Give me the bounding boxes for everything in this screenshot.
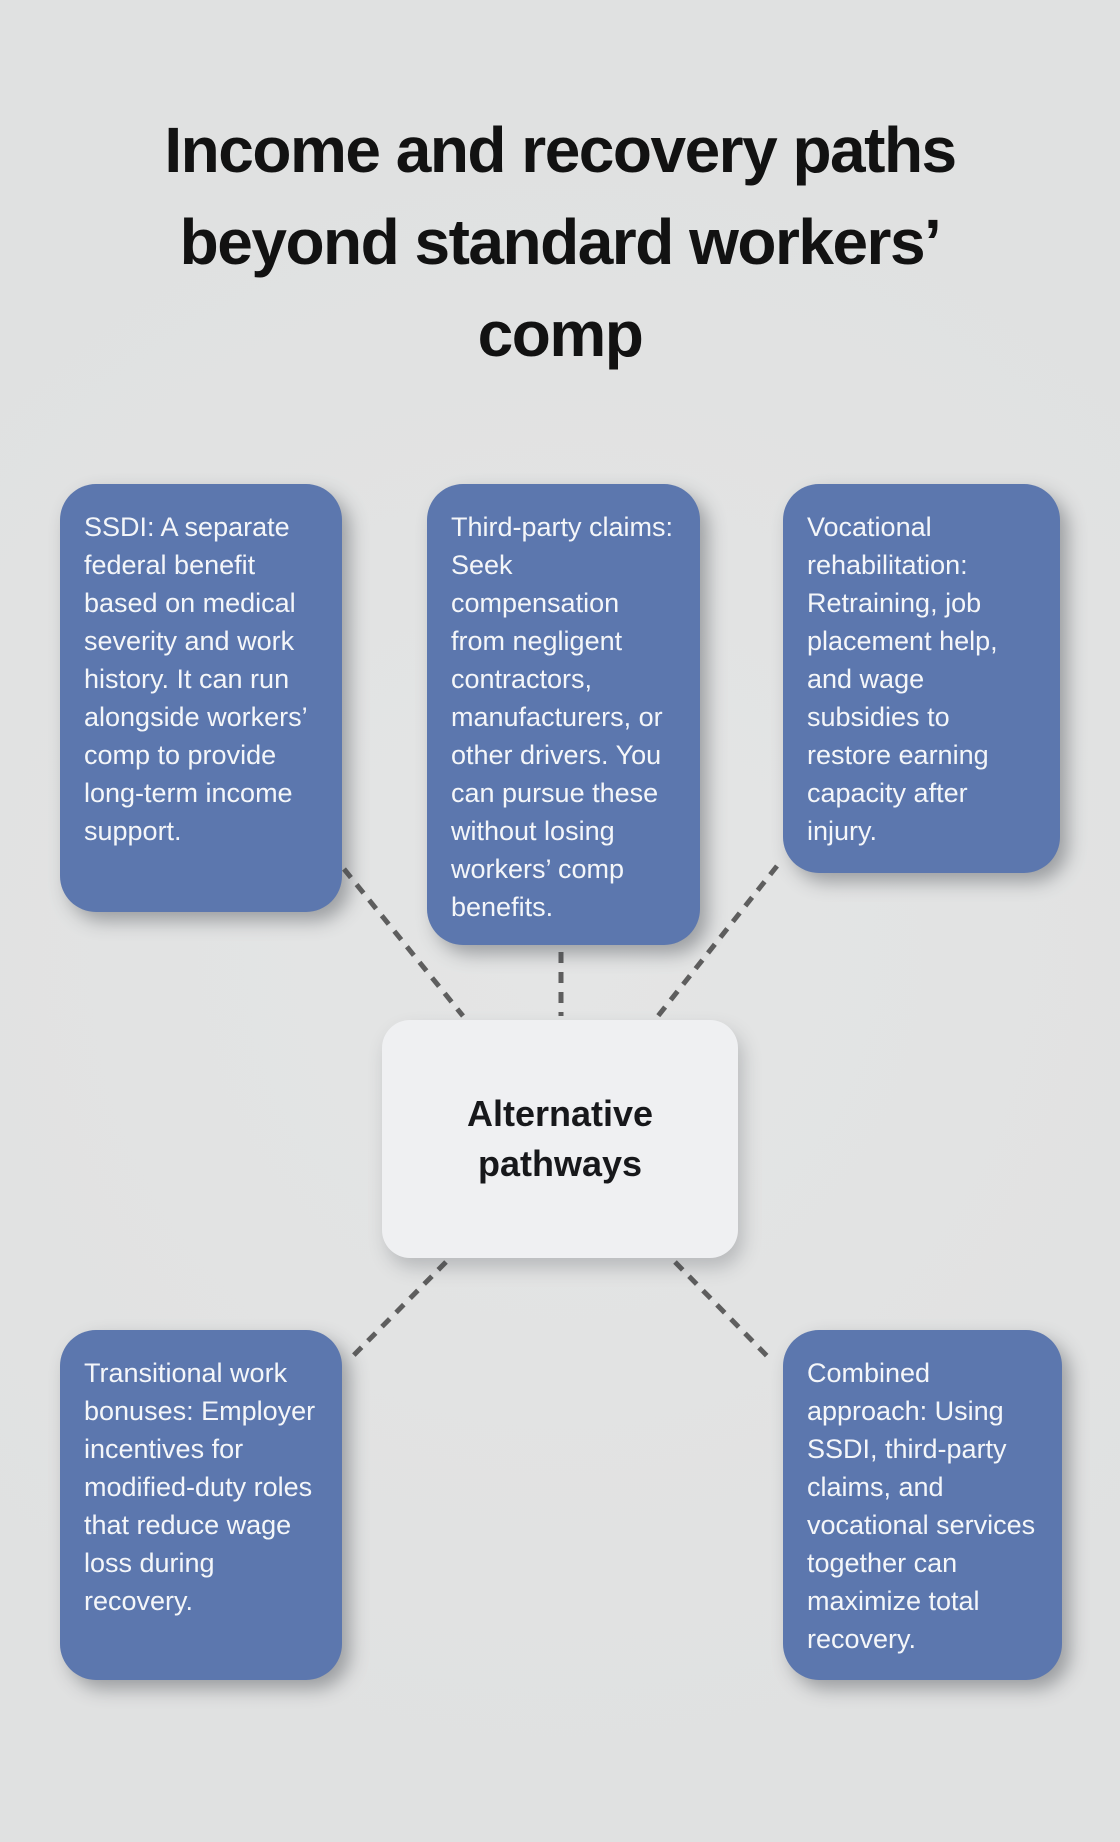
node-transitional-work-bonuses-text: Transitional work bonuses: Employer ince… — [84, 1358, 316, 1616]
page-title-line-3: comp — [477, 298, 644, 370]
page-title: Income and recovery paths beyond standar… — [0, 104, 1120, 380]
node-ssdi-text: SSDI: A separate federal benefit based o… — [84, 512, 307, 846]
node-alternative-pathways: Alternative pathways — [382, 1020, 738, 1258]
page-title-line-2: beyond standard workers’ — [179, 206, 942, 278]
node-third-party-claims-text: Third-party claims: Seek compensation fr… — [451, 512, 674, 922]
node-vocational-rehabilitation-text: Vocational rehabilitation: Retraining, j… — [807, 512, 998, 846]
page-title-line-1: Income and recovery paths — [164, 114, 957, 186]
node-combined-approach: Combined approach: Using SSDI, third-par… — [783, 1330, 1062, 1680]
node-alternative-pathways-label: Alternative pathways — [466, 1093, 654, 1184]
connector-center-to-combined — [673, 1260, 773, 1362]
connector-center-to-transitional — [347, 1260, 448, 1362]
node-ssdi: SSDI: A separate federal benefit based o… — [60, 484, 342, 912]
node-combined-approach-text: Combined approach: Using SSDI, third-par… — [807, 1358, 1036, 1654]
node-third-party-claims: Third-party claims: Seek compensation fr… — [427, 484, 700, 945]
node-vocational-rehabilitation: Vocational rehabilitation: Retraining, j… — [783, 484, 1060, 873]
node-transitional-work-bonuses: Transitional work bonuses: Employer ince… — [60, 1330, 342, 1680]
